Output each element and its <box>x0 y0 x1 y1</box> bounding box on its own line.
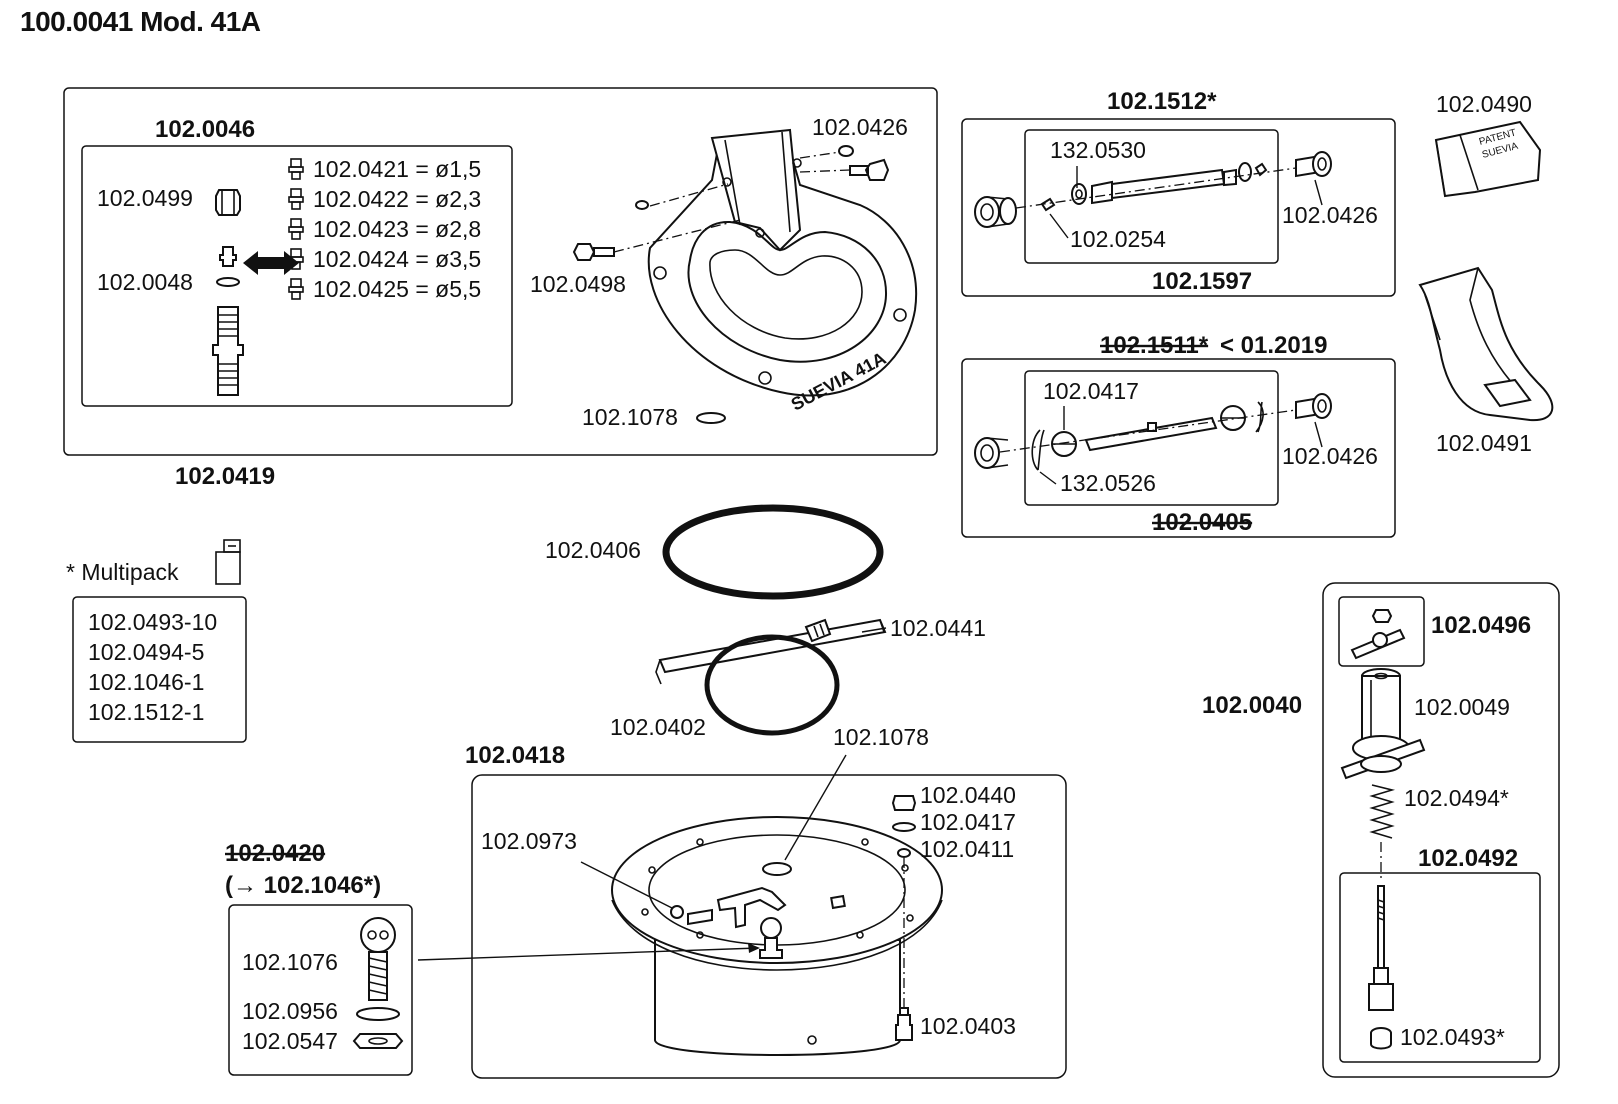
page-title: 100.0041 Mod. 41A <box>20 6 261 37</box>
cover-102-0490-drawing: PATENT SUEVIA <box>1434 120 1542 198</box>
spring-icon <box>1369 784 1396 839</box>
base-drawing <box>611 816 943 1056</box>
label-replaced-by: (→ 102.1046*) <box>225 872 381 899</box>
label-102-1078-base: 102.1078 <box>833 724 929 750</box>
multipack-title: * Multipack <box>66 559 179 585</box>
label-102-0406: 102.0406 <box>545 537 641 563</box>
bolt-right-icon <box>849 158 890 181</box>
label-102-0440: 102.0440 <box>920 782 1016 808</box>
label-102-1511: 102.1511* <box>1100 332 1209 359</box>
nozzle-102-0421: 102.0421 = ø1,5 <box>313 156 481 182</box>
valve-top-drawing <box>1350 609 1406 660</box>
big-ring-102-0406 <box>662 504 884 600</box>
label-102-0426-set1: 102.0426 <box>1282 202 1378 228</box>
small-ring-icon <box>635 200 649 210</box>
label-group-102-0419: 102.0419 <box>175 463 275 490</box>
gasket-102-1078-icon <box>696 412 726 424</box>
label-102-0441: 102.0441 <box>890 615 986 641</box>
group-box-102-0492 <box>1339 872 1541 1063</box>
label-102-0426-set2: 102.0426 <box>1282 443 1378 469</box>
cover-102-0491-drawing <box>1418 266 1554 422</box>
label-102-0411: 102.0411 <box>920 836 1014 862</box>
ball-valve-drawing <box>352 917 404 1049</box>
nozzle-list: 102.0421 = ø1,5 102.0422 = ø2,3 102.0423… <box>288 156 481 302</box>
pin-102-0426-icon <box>838 145 854 157</box>
rod-drawing <box>1368 885 1394 1050</box>
label-102-0492: 102.0492 <box>1418 845 1518 872</box>
label-102-0420: 102.0420 <box>225 840 325 867</box>
nozzle-102-0424: 102.0424 = ø3,5 <box>313 246 481 272</box>
group-box-102-0419 <box>63 87 938 456</box>
multipack-item-4: 102.1512-1 <box>88 699 204 725</box>
group-box-102-0046 <box>81 145 513 407</box>
group-box-102-0420 <box>228 904 413 1076</box>
label-102-0040: 102.0040 <box>1202 692 1302 719</box>
group-box-102-0040 <box>1322 582 1560 1078</box>
label-132-0530: 132.0530 <box>1050 137 1146 163</box>
label-102-0426-top: 102.0426 <box>812 114 908 140</box>
multipack-item-3: 102.1046-1 <box>88 669 204 695</box>
label-102-1597: 102.1597 <box>1152 268 1252 295</box>
label-102-0494: 102.0494* <box>1404 785 1509 811</box>
group-box-102-0418 <box>471 774 1067 1079</box>
label-102-1512: 102.1512* <box>1107 88 1217 115</box>
label-102-0403: 102.0403 <box>920 1013 1016 1039</box>
group-box-102-0496 <box>1338 596 1425 667</box>
group-box-102-0405 <box>1024 370 1279 506</box>
old-axle-drawing <box>974 393 1332 471</box>
group-box-102-1597 <box>1024 129 1279 264</box>
group-box-102-1511 <box>961 358 1396 538</box>
threaded-nipple-icon <box>212 306 244 396</box>
label-group-102-0046: 102.0046 <box>155 116 255 143</box>
label-102-0493: 102.0493* <box>1400 1024 1505 1050</box>
label-102-1076: 102.1076 <box>242 949 338 975</box>
label-102-0496: 102.0496 <box>1431 612 1531 639</box>
valve-stack-drawing <box>212 189 244 396</box>
nozzle-icon <box>288 158 304 300</box>
label-102-0956: 102.0956 <box>242 998 338 1024</box>
label-102-0417-base: 102.0417 <box>920 809 1016 835</box>
label-102-0049: 102.0049 <box>1414 694 1510 720</box>
label-102-1078-top: 102.1078 <box>582 404 678 430</box>
label-102-0254: 102.0254 <box>1070 226 1166 252</box>
nozzle-102-0422: 102.0422 = ø2,3 <box>313 186 481 212</box>
label-132-0526: 132.0526 <box>1060 470 1156 496</box>
bracket-102-0441-drawing <box>655 618 887 685</box>
label-102-0499: 102.0499 <box>97 185 193 211</box>
label-102-0405: 102.0405 <box>1152 509 1252 536</box>
multipack-box <box>72 596 247 743</box>
label-102-0048: 102.0048 <box>97 269 193 295</box>
label-102-0973: 102.0973 <box>481 828 577 854</box>
label-102-0498: 102.0498 <box>530 271 626 297</box>
multipack-icon <box>215 539 241 585</box>
small-nozzle-icon <box>219 246 237 267</box>
double-arrow-icon <box>243 251 299 275</box>
multipack-item-2: 102.0494-5 <box>88 639 204 665</box>
nozzle-102-0423: 102.0423 = ø2,8 <box>313 216 481 242</box>
group-box-102-1512 <box>961 118 1396 297</box>
hardware-stack <box>891 795 917 1041</box>
nozzle-102-0425: 102.0425 = ø5,5 <box>313 276 481 302</box>
label-102-0402: 102.0402 <box>610 714 706 740</box>
label-102-0490: 102.0490 <box>1436 91 1532 117</box>
valve-body-drawing <box>1340 668 1426 780</box>
o-ring-icon <box>216 277 240 287</box>
small-ring-102-0402 <box>704 634 840 736</box>
axle-drawing <box>974 151 1332 228</box>
label-102-0417-old: 102.0417 <box>1043 378 1139 404</box>
multipack-item-1: 102.0493-10 <box>88 609 217 635</box>
bolt-102-0498-icon <box>572 243 615 261</box>
label-102-0547: 102.0547 <box>242 1028 338 1054</box>
cap-nut-icon <box>215 189 241 216</box>
drinking-bowl-drawing: SUEVIA 41A <box>647 128 918 415</box>
label-102-1511-date: < 01.2019 <box>1220 332 1327 359</box>
label-102-0418: 102.0418 <box>465 742 565 769</box>
label-102-0491: 102.0491 <box>1436 430 1532 456</box>
